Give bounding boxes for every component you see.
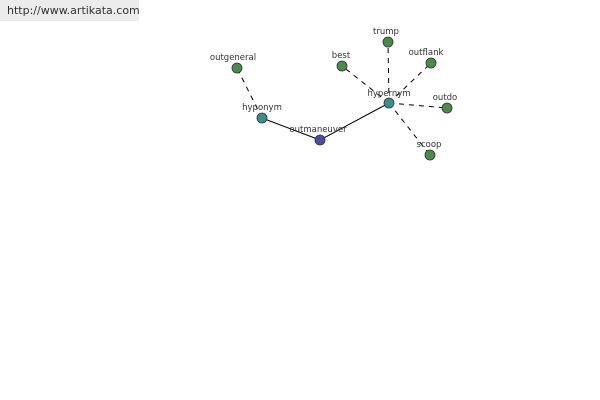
node-scoop-marker[interactable]	[424, 149, 436, 161]
edge-outmaneuver-hypernym	[319, 102, 390, 141]
node-hypernym-label: hypernym	[367, 89, 410, 99]
node-trump-label: trump	[373, 27, 399, 37]
node-best-marker[interactable]	[336, 60, 348, 72]
node-scoop-label: scoop	[417, 140, 442, 150]
node-scoop[interactable]: scoop	[417, 140, 442, 161]
node-best-label: best	[332, 51, 351, 61]
node-outgeneral[interactable]: outgeneral	[210, 53, 256, 74]
edge-hypernym-trump	[387, 41, 390, 104]
node-outgeneral-marker[interactable]	[231, 62, 243, 74]
node-outmaneuver-label: outmaneuver	[289, 125, 347, 135]
node-outdo-label: outdo	[433, 93, 458, 103]
node-hyponym[interactable]: hyponym	[242, 103, 282, 124]
node-outflank-label: outflank	[409, 48, 444, 58]
node-hypernym-marker[interactable]	[383, 97, 395, 109]
edge-hypernym-scoop	[388, 102, 431, 156]
node-hyponym-label: hyponym	[242, 103, 282, 113]
node-outflank-marker[interactable]	[425, 57, 437, 69]
node-outdo[interactable]: outdo	[433, 93, 458, 114]
node-outflank[interactable]: outflank	[409, 48, 444, 69]
node-hypernym[interactable]: hypernym	[367, 89, 411, 109]
graph-edges	[236, 41, 448, 156]
node-outmaneuver-marker[interactable]	[314, 134, 326, 146]
node-trump[interactable]: trump	[373, 27, 399, 48]
node-outdo-marker[interactable]	[441, 102, 453, 114]
graph-nodes: outmaneuver hyponym hypernym outgeneral best…	[210, 27, 458, 161]
node-outmaneuver[interactable]: outmaneuver	[289, 125, 347, 146]
node-trump-marker[interactable]	[382, 36, 394, 48]
edge-hypernym-outdo	[388, 102, 448, 109]
node-best[interactable]: best	[332, 51, 351, 72]
edge-outmaneuver-hyponym	[261, 117, 321, 141]
site-url-link[interactable]: http://www.artikata.com	[0, 0, 140, 21]
node-outgeneral-label: outgeneral	[210, 53, 256, 63]
node-hyponym-marker[interactable]	[256, 112, 268, 124]
